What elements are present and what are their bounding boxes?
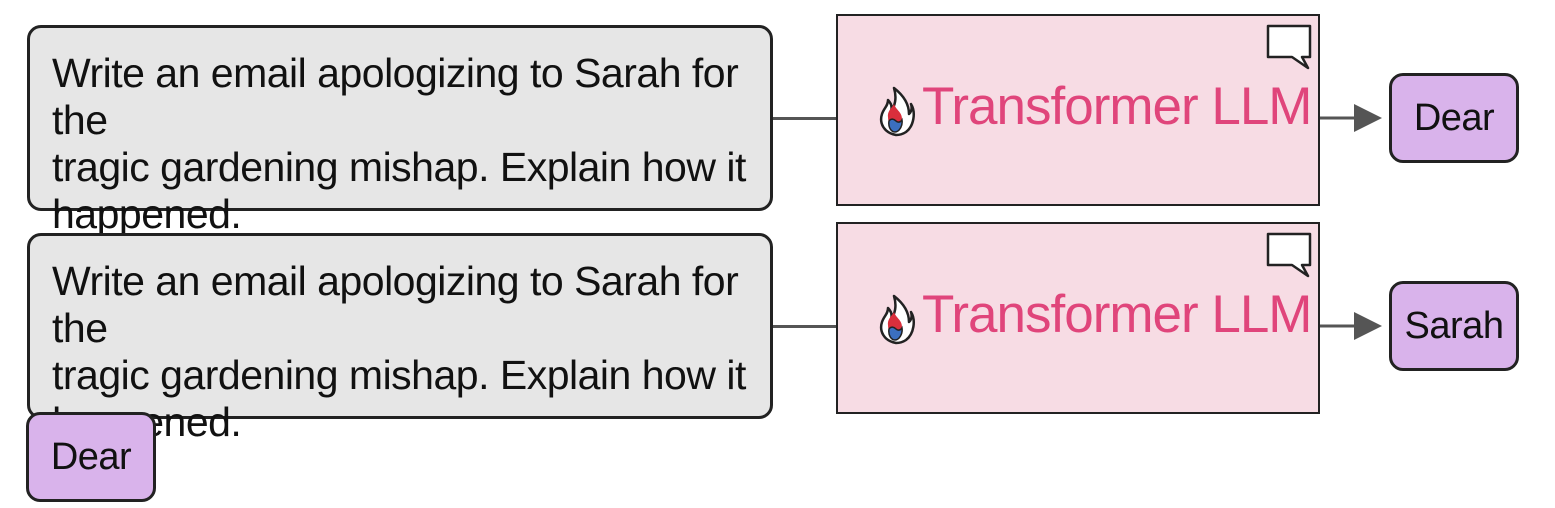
appended-input-token: Dear <box>26 412 156 502</box>
prompt-box: Write an email apologizing to Sarah for … <box>27 25 773 237</box>
llm-label: Transformer LLM <box>922 77 1312 136</box>
transformer-llm-box: Transformer LLM <box>836 14 1320 206</box>
generation-step-1: Write an email apologizing to Sarah for … <box>0 14 1555 237</box>
llm-label-group: Transformer LLM <box>876 76 1312 137</box>
llm-label-group: Transformer LLM <box>876 284 1312 345</box>
output-token: Sarah <box>1389 281 1519 371</box>
generation-step-2: Write an email apologizing to Sarah for … <box>0 222 1555 445</box>
transformer-llm-box: Transformer LLM <box>836 222 1320 414</box>
output-token: Dear <box>1389 73 1519 163</box>
arrow-right-icon <box>1320 312 1382 340</box>
connector-line <box>773 325 836 328</box>
chat-bubble-icon <box>1266 24 1312 70</box>
arrow-right-icon <box>1320 104 1382 132</box>
flame-icon <box>879 86 915 136</box>
connector-line <box>773 117 836 120</box>
flame-icon <box>879 294 915 344</box>
prompt-box: Write an email apologizing to Sarah for … <box>27 233 773 445</box>
chat-bubble-icon <box>1266 232 1312 278</box>
llm-label: Transformer LLM <box>922 285 1312 344</box>
